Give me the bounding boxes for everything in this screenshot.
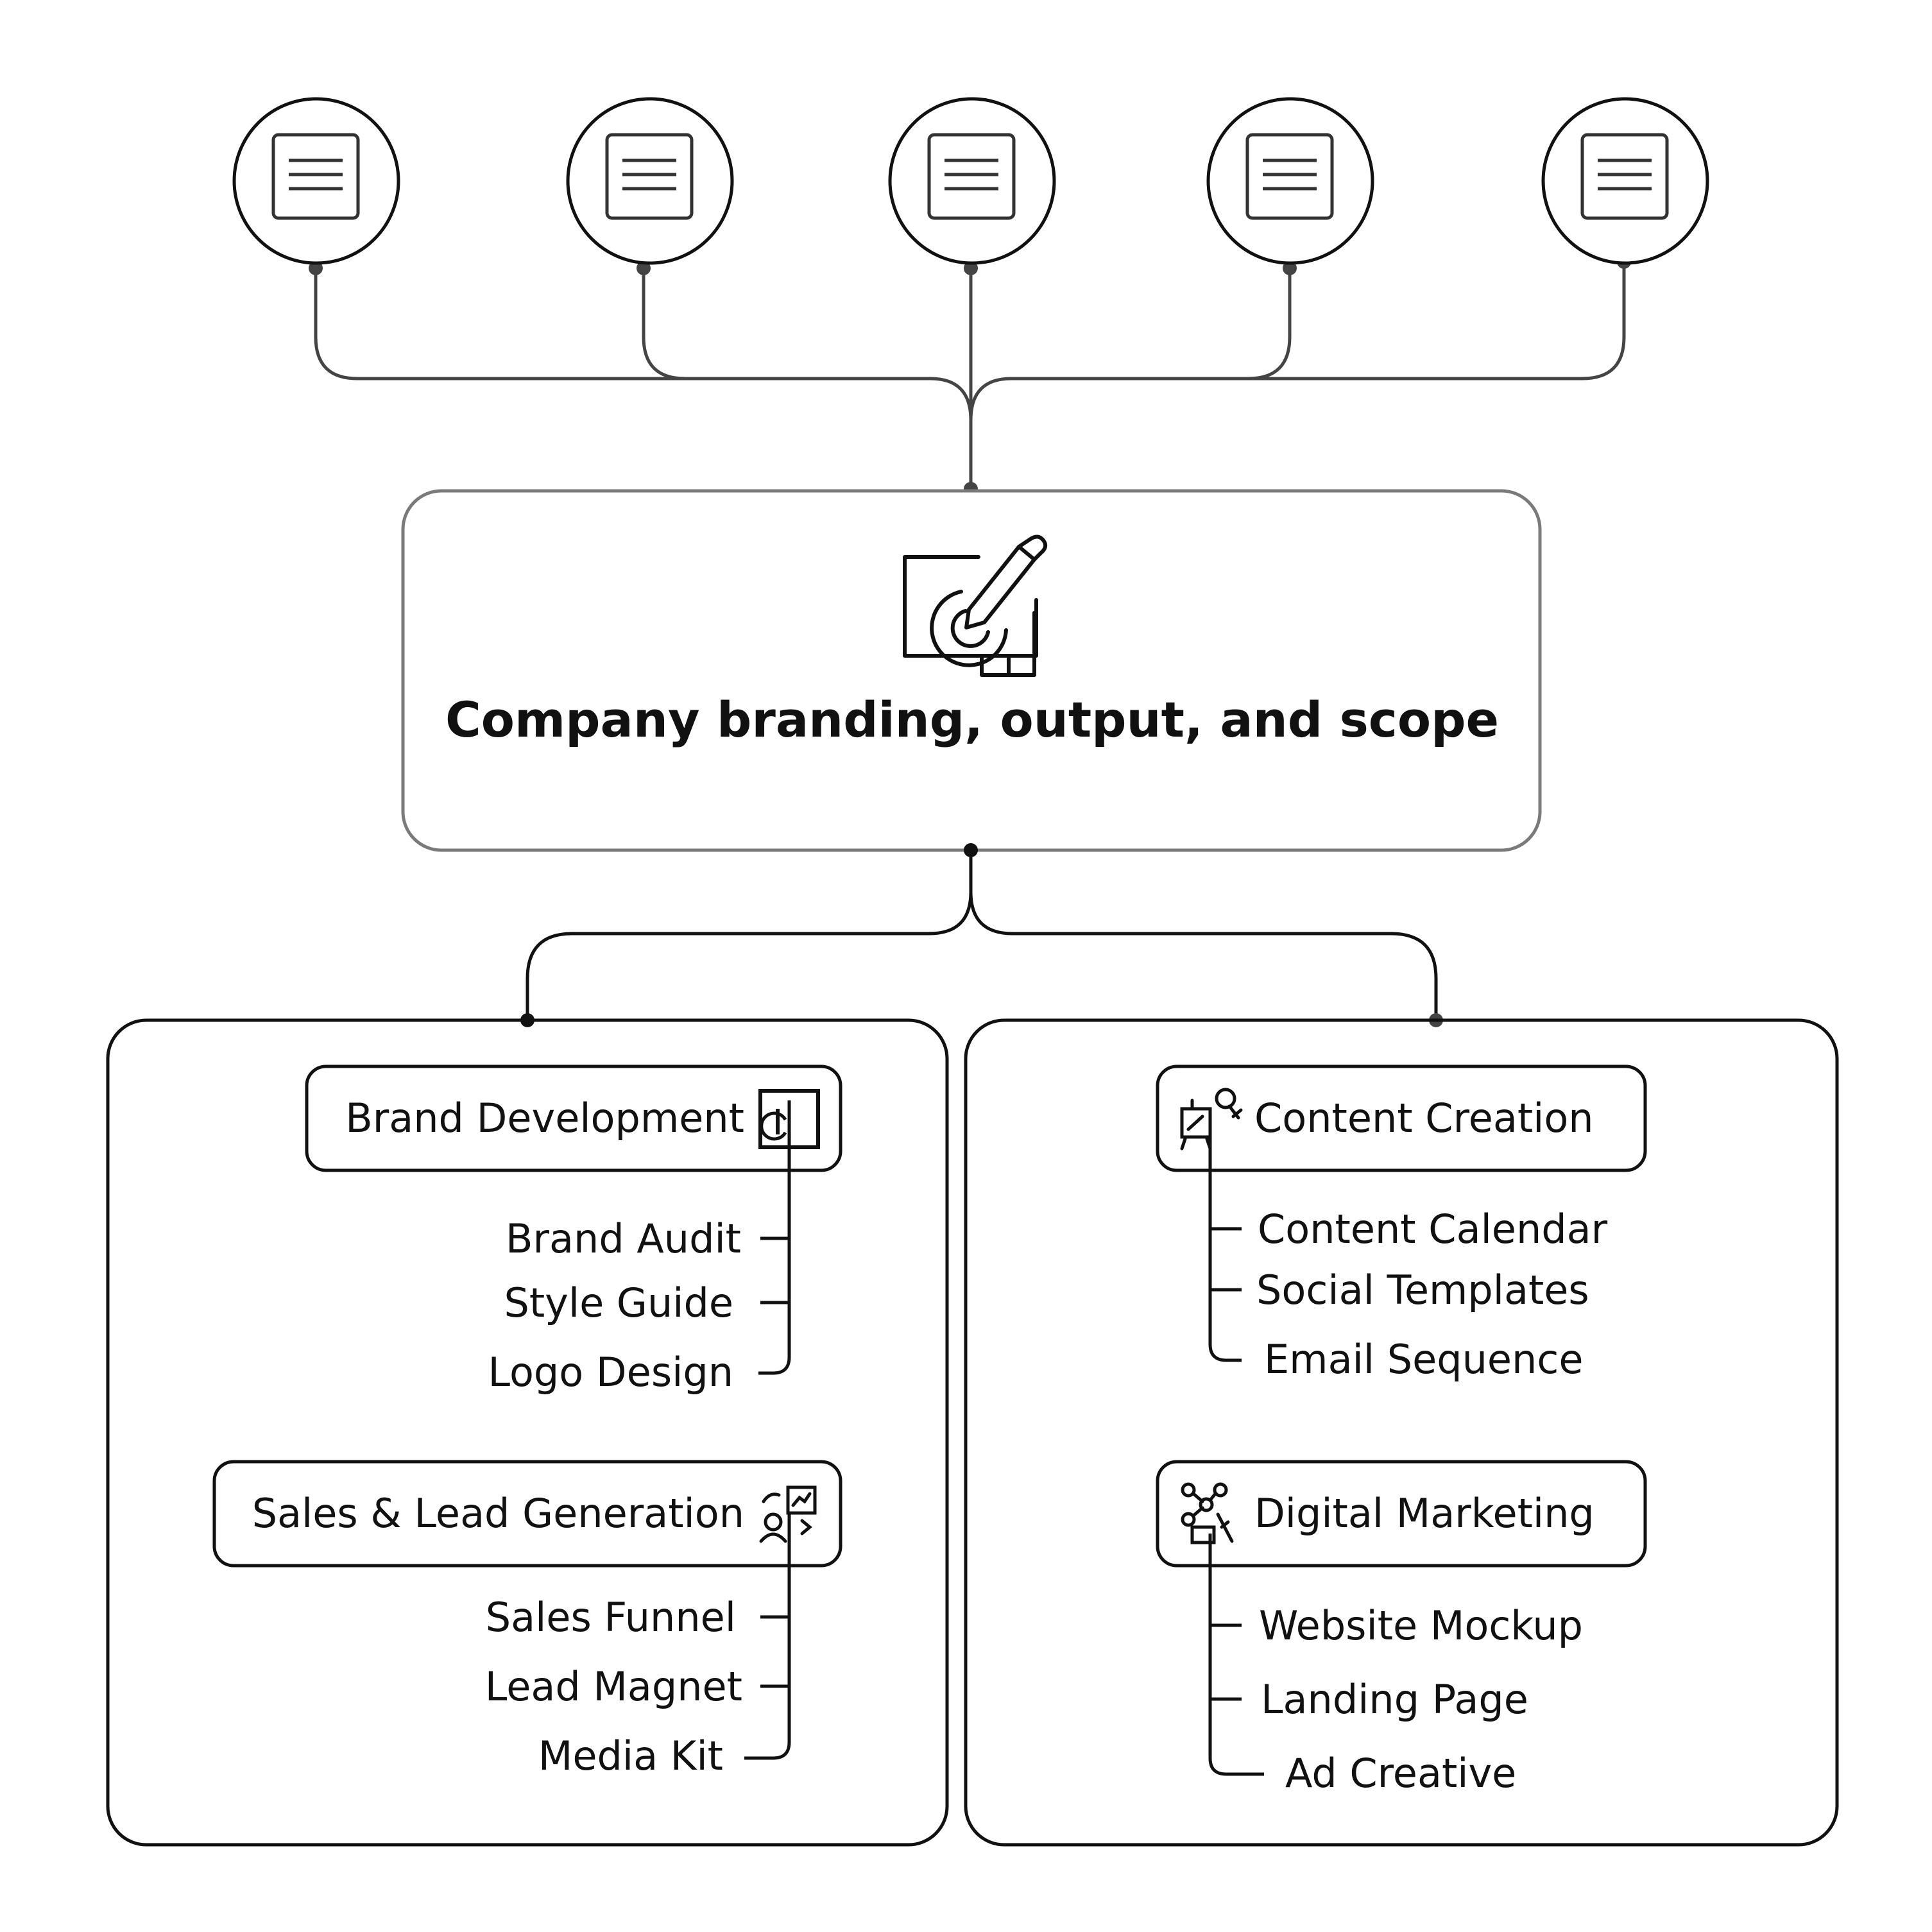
list-item: Media Kit <box>538 1732 723 1779</box>
list-item: Brand Audit <box>506 1215 741 1262</box>
left-panel <box>106 1018 949 1847</box>
sales-lead-generation-tree <box>744 1514 791 1760</box>
list-item: Sales Funnel <box>486 1594 736 1641</box>
list-item: Landing Page <box>1261 1676 1528 1723</box>
content-creation-tree <box>1208 1137 1242 1362</box>
list-item: Style Guide <box>504 1279 734 1326</box>
digital-marketing-box <box>1156 1460 1647 1568</box>
sales-presentation-icon <box>759 1485 817 1543</box>
bottom-connectors <box>526 850 1438 1020</box>
brand-development-box <box>305 1064 842 1172</box>
top-node-1 <box>232 97 400 265</box>
document-icon <box>927 133 1016 220</box>
list-item: Ad Creative <box>1285 1750 1516 1797</box>
top-connector-dots <box>309 255 1631 496</box>
right-panel <box>964 1018 1839 1847</box>
top-node-5 <box>1541 97 1709 265</box>
center-box <box>401 489 1542 852</box>
center-title: Company branding, output, and scope <box>445 691 1499 748</box>
list-item: Logo Design <box>488 1349 733 1396</box>
list-item: Lead Magnet <box>485 1663 742 1710</box>
connector-2 <box>642 268 930 380</box>
document-icon <box>271 133 360 220</box>
digital-marketing-tree <box>1208 1534 1264 1776</box>
content-creation-box <box>1156 1064 1647 1172</box>
connector-4 <box>1011 268 1292 380</box>
connector-5 <box>969 262 1626 421</box>
top-node-4 <box>1206 97 1374 265</box>
sales-lead-generation-label: Sales & Lead Generation <box>252 1490 744 1537</box>
sales-lead-generation-box <box>212 1460 842 1568</box>
top-node-2 <box>566 97 734 265</box>
brand-development-tree <box>758 1100 791 1375</box>
digital-marketing-label: Digital Marketing <box>1254 1490 1594 1537</box>
top-node-3 <box>888 97 1056 265</box>
connector-1 <box>314 268 973 489</box>
design-tablet-pencil-icon <box>903 534 1048 677</box>
list-item: Content Calendar <box>1258 1206 1608 1252</box>
digital-marketing-icon <box>1181 1482 1234 1544</box>
list-item: Email Sequence <box>1264 1336 1584 1383</box>
document-icon <box>605 133 694 220</box>
list-item: Website Mockup <box>1259 1602 1583 1649</box>
document-icon <box>1245 133 1334 220</box>
document-icon <box>1580 133 1669 220</box>
list-item: Social Templates <box>1256 1267 1589 1313</box>
top-connectors <box>314 262 1626 489</box>
brand-development-label: Brand Development <box>345 1095 744 1141</box>
content-creation-label: Content Creation <box>1254 1095 1594 1141</box>
